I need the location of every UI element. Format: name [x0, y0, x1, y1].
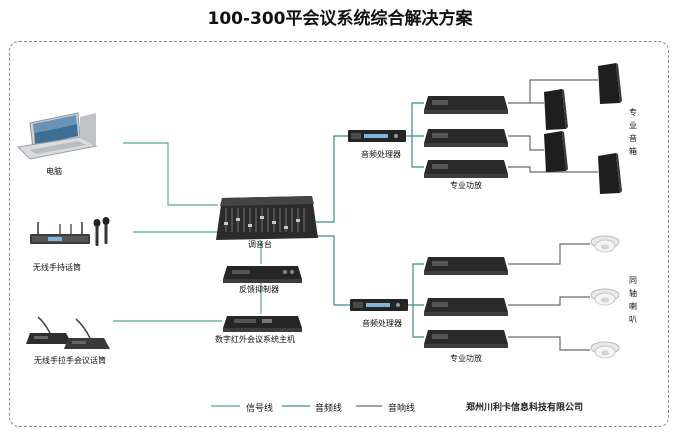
connection-lines — [113, 79, 598, 351]
feedback-suppressor-icon — [223, 266, 302, 283]
line-proc-top-amps — [406, 102, 424, 168]
label-wireless-handheld: 无线手持话筒 — [33, 263, 81, 272]
ceiling-char: 叭 — [629, 315, 637, 324]
line-mixer-proc-top — [316, 135, 348, 223]
ceiling-speaker-icon — [590, 288, 620, 306]
amplifier-icon — [424, 96, 508, 114]
line-amp5-ceiling — [508, 296, 590, 306]
mixer-icon — [216, 196, 318, 240]
amplifier-icon — [424, 257, 508, 275]
ceiling-char: 同 — [629, 276, 637, 285]
amplifier-group-top — [424, 96, 508, 178]
speaker-icon — [544, 131, 568, 172]
line-computer-mixer — [123, 142, 218, 206]
speaker-icon — [598, 63, 622, 104]
audio-processor-bottom-icon — [350, 299, 408, 311]
speaker-icon — [544, 89, 568, 130]
legend-signal-label: 信号线 — [246, 404, 274, 414]
ceiling-speaker-icon — [590, 341, 620, 359]
audio-processor-top-icon — [348, 130, 406, 142]
gooseneck-mic-icon — [26, 316, 110, 349]
line-amp3-speaker — [508, 166, 598, 173]
line-amp1-speaker — [508, 79, 598, 104]
ceiling-speaker-icon — [590, 235, 620, 253]
line-mixer-proc-bottom — [316, 235, 350, 306]
amplifier-icon — [424, 160, 508, 178]
label-feedback-suppressor: 反馈抑制器 — [239, 285, 279, 294]
label-processor-bottom: 音频处理器 — [362, 319, 402, 328]
label-mixer: 调音台 — [248, 240, 272, 249]
wireless-handheld-icon — [30, 217, 110, 246]
label-amp-top: 专业功放 — [450, 181, 482, 190]
label-wireless-gooseneck: 无线手拉手会议话筒 — [34, 356, 106, 365]
line-amp2-speaker — [508, 135, 544, 151]
legend-audio-label: 音频线 — [315, 404, 343, 414]
label-ir-host: 数字红外会议系统主机 — [215, 335, 295, 344]
speakers-char: 专 — [629, 108, 637, 117]
label-ceiling-vertical: 同 轴 喇 叭 — [628, 274, 638, 326]
ceiling-speakers — [590, 235, 620, 359]
label-processor-top: 音频处理器 — [361, 150, 401, 159]
ceiling-char: 轴 — [629, 289, 637, 298]
speakers-char: 音 — [629, 134, 637, 143]
ir-host-icon — [223, 316, 302, 332]
label-speakers-vertical: 专 业 音 箱 — [628, 106, 638, 158]
page-title: 100-300平会议系统综合解决方案 — [207, 9, 473, 29]
ceiling-char: 喇 — [629, 302, 637, 311]
line-amp4-ceiling — [508, 243, 590, 265]
line-proc-bottom-amps — [408, 263, 424, 338]
amplifier-icon — [424, 298, 508, 316]
speaker-cabinets — [544, 63, 622, 194]
company-name: 郑州川利卡信息科技有限公司 — [466, 403, 584, 413]
diagram-frame — [9, 41, 669, 427]
amplifier-group-bottom — [424, 257, 508, 348]
line-amp6-ceiling — [508, 336, 590, 351]
legend-sound-label: 音响线 — [388, 404, 416, 414]
label-amp-bottom: 专业功放 — [450, 354, 482, 363]
speakers-char: 箱 — [629, 147, 637, 156]
label-computer: 电脑 — [46, 167, 62, 176]
amplifier-icon — [424, 330, 508, 348]
laptop-icon — [16, 112, 98, 160]
speaker-icon — [598, 153, 622, 194]
speakers-char: 业 — [629, 121, 637, 130]
amplifier-icon — [424, 129, 508, 147]
